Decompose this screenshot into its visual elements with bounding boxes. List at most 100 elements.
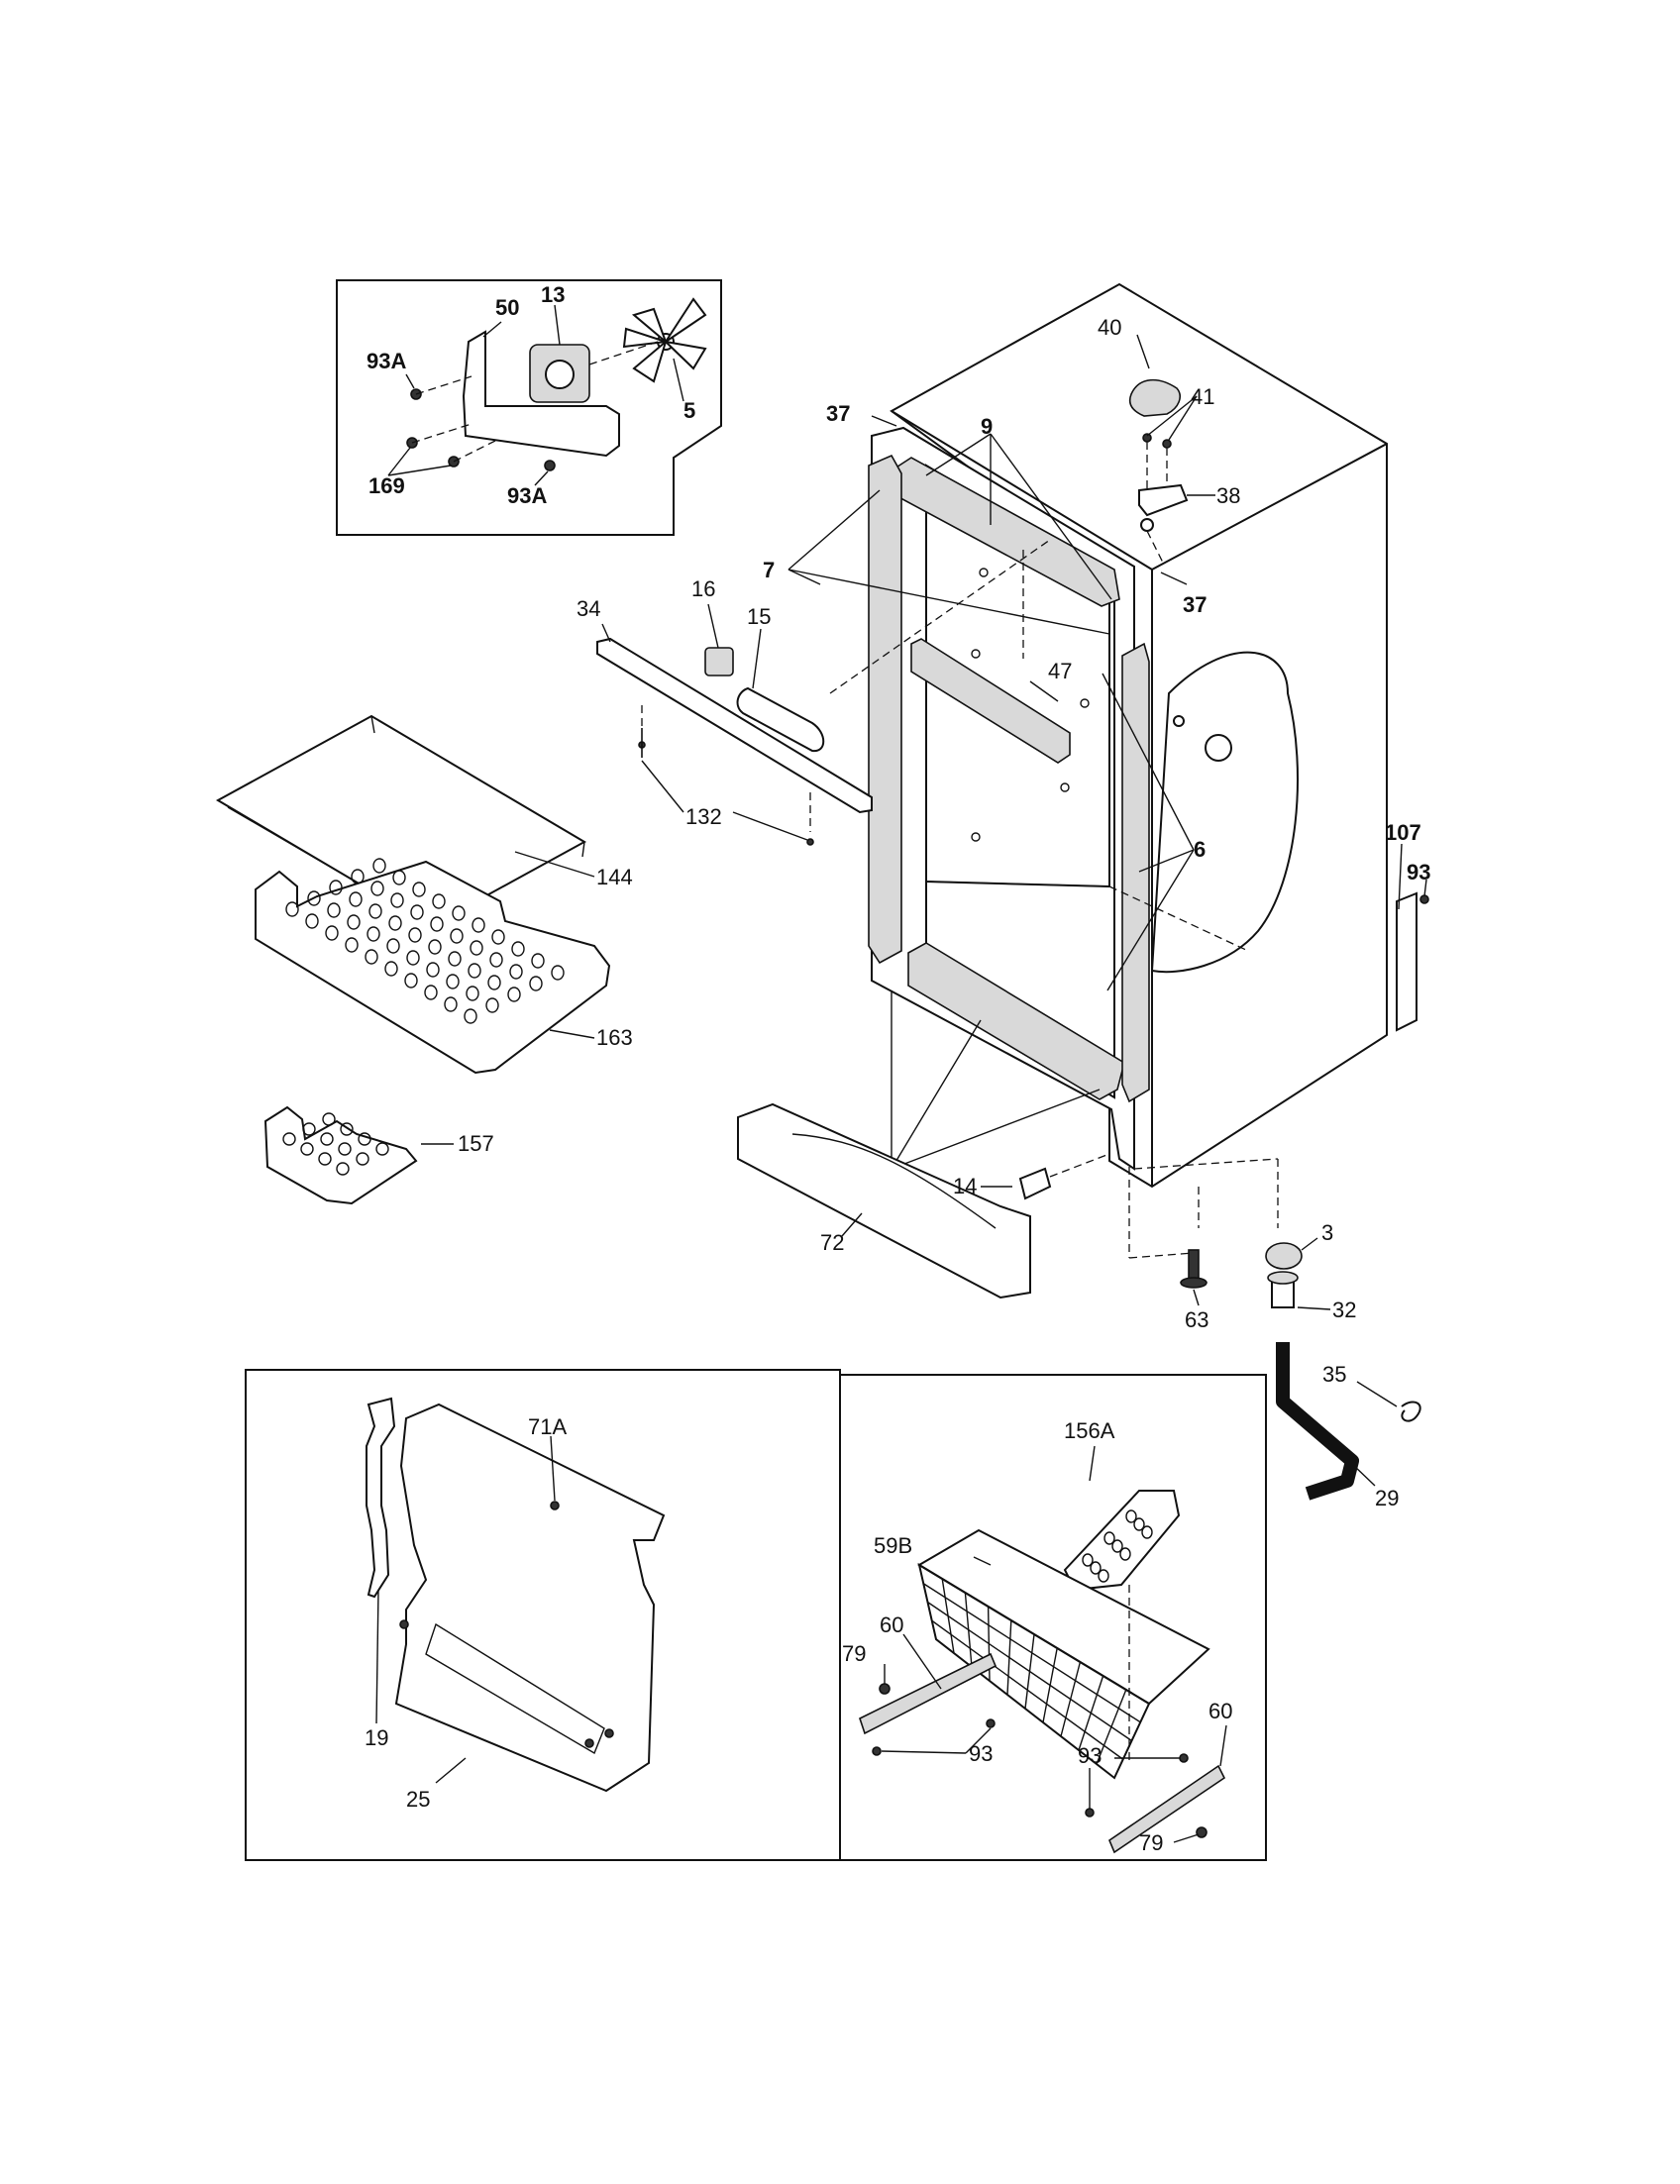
hinge-cover: [1128, 378, 1181, 417]
top-hinge: [1138, 483, 1189, 517]
vent-hole: [305, 913, 319, 929]
shelf-rail: [910, 638, 1071, 764]
vent-hole: [358, 1132, 371, 1146]
vent-hole: [531, 953, 545, 969]
wire-basket-59b: [917, 1528, 1210, 1780]
callout-16: 16: [691, 576, 715, 601]
vent-hole: [1141, 1525, 1153, 1539]
vent-hole: [282, 1132, 296, 1146]
callout-93-basket-right: 93: [1078, 1743, 1102, 1768]
callout-157: 157: [458, 1131, 494, 1156]
vent-hole: [390, 892, 404, 908]
vent-hole: [336, 1162, 350, 1176]
toe-grille: [737, 1102, 1031, 1300]
vent-hole: [448, 951, 462, 967]
gasket-right: [1121, 642, 1150, 1103]
basket-inset: 156A 59B 79 60 93 60 93 79: [839, 1374, 1267, 1861]
vent-hole: [1082, 1553, 1094, 1567]
lamp-bulb: [736, 686, 825, 753]
screw-93-b: [986, 1718, 996, 1728]
callout-6: 6: [1194, 837, 1206, 862]
callout-93a-top: 93A: [367, 349, 406, 373]
toe-grille-group: 72 14: [737, 1102, 1110, 1300]
vent-hole: [367, 926, 380, 942]
callout-93-basket-left: 93: [969, 1741, 993, 1766]
shelves-group: 144 163 157: [215, 714, 633, 1205]
vent-hole: [372, 858, 386, 874]
screw-79-left: [879, 1683, 891, 1695]
rail-60-right: [1108, 1764, 1226, 1854]
drain-group: 63 3 32 29 35: [1180, 1220, 1421, 1510]
rail-60-left: [859, 1652, 998, 1735]
callout-38: 38: [1216, 483, 1240, 508]
vent-hole: [325, 925, 339, 941]
vent-hole: [365, 949, 378, 965]
vent-hole: [406, 950, 420, 966]
vent-hole: [424, 985, 438, 1000]
vent-hole: [356, 1152, 369, 1166]
screw-19: [399, 1619, 409, 1629]
panel-25: [394, 1403, 666, 1793]
callout-29: 29: [1375, 1486, 1399, 1510]
callout-132: 132: [685, 804, 722, 829]
callout-60-left: 60: [880, 1612, 903, 1637]
callout-19: 19: [365, 1725, 388, 1750]
trim-19: [366, 1397, 396, 1599]
vent-hole: [322, 1112, 336, 1126]
vent-hole: [392, 870, 406, 885]
drain-hose-29: [1276, 1342, 1359, 1501]
vent-hole: [485, 997, 499, 1013]
screw-132-b: [806, 838, 814, 846]
callout-93-right: 93: [1407, 860, 1430, 884]
gasket-bottom: [907, 942, 1125, 1100]
vent-hole: [302, 1122, 316, 1136]
vent-hole: [491, 929, 505, 945]
vent-hole: [511, 941, 525, 957]
vent-hole: [329, 880, 343, 895]
callout-50: 50: [495, 295, 519, 320]
access-panel: [1396, 891, 1418, 1032]
screw-93-c: [1085, 1808, 1095, 1818]
callout-37-mid: 37: [1183, 592, 1207, 617]
vent-hole: [466, 986, 479, 1001]
sliding-basket: [255, 860, 611, 1075]
vent-hole: [426, 962, 440, 978]
callout-163: 163: [596, 1025, 633, 1050]
vent-hole: [285, 901, 299, 917]
hole-71a: [550, 1501, 560, 1510]
vent-hole: [529, 976, 543, 991]
divider-156a: [1063, 1490, 1181, 1592]
vent-hole: [430, 916, 444, 932]
screw-93a-bottom: [544, 460, 556, 471]
vent-hole: [1111, 1539, 1123, 1553]
vent-hole: [1133, 1517, 1145, 1531]
vent-hole: [444, 996, 458, 1012]
callout-37-top: 37: [826, 401, 850, 426]
screw-25-b: [604, 1728, 614, 1738]
vent-hole: [507, 987, 521, 1002]
vent-hole: [487, 975, 501, 990]
callout-71a: 71A: [528, 1414, 567, 1439]
vent-hole: [446, 974, 460, 989]
vent-hole: [327, 902, 341, 918]
vent-hole: [1125, 1509, 1137, 1523]
vent-hole: [388, 915, 402, 931]
clip-35: [1401, 1401, 1421, 1422]
basket-wire: [931, 1619, 1124, 1760]
vent-hole: [404, 973, 418, 988]
callout-13: 13: [541, 282, 565, 307]
callout-9-top: 9: [981, 414, 993, 439]
callout-144: 144: [596, 865, 633, 889]
vent-hole: [452, 905, 466, 921]
callout-156a: 156A: [1064, 1418, 1115, 1443]
callout-25: 25: [406, 1787, 430, 1812]
vent-hole: [384, 961, 398, 977]
basket-wire: [922, 1583, 1141, 1723]
vent-hole: [318, 1152, 332, 1166]
basket-wire: [927, 1601, 1132, 1742]
callout-47: 47: [1048, 659, 1072, 683]
vent-hole: [428, 939, 442, 955]
callout-7: 7: [763, 558, 775, 582]
